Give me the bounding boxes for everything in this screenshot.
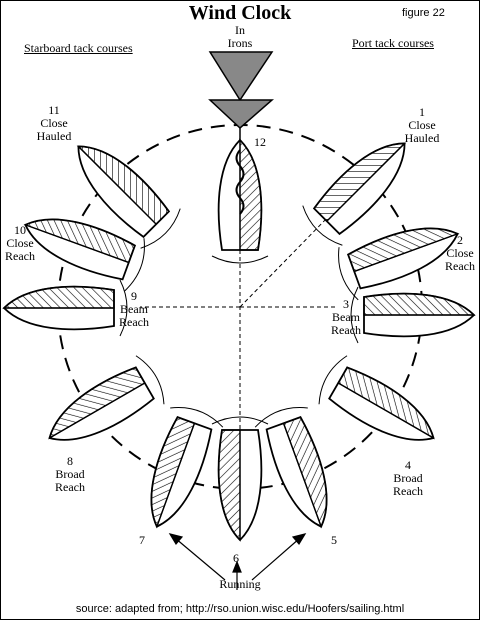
position-10-label: 10 Close Reach [2, 224, 38, 263]
position-11-line-1: Close [40, 116, 68, 130]
position-1-number: 1 [419, 105, 425, 119]
boat-8-centerline [49, 382, 146, 439]
running-label: Running [219, 577, 261, 591]
position-2-line-2: Reach [445, 259, 475, 273]
position-9-number: 9 [131, 289, 137, 303]
position-10-number: 10 [14, 223, 26, 237]
source-note: source: adapted from; http://rso.union.w… [75, 603, 405, 615]
boat-1-wake [302, 205, 343, 246]
boat-4-centerline [337, 382, 434, 439]
boat-1-sail [313, 142, 407, 223]
position-3-number: 3 [343, 297, 349, 311]
boat-2-centerline [354, 233, 458, 273]
running-arrows [168, 533, 307, 590]
boat-10 [23, 218, 145, 292]
boat-8-wake [135, 355, 165, 405]
position-8-line-2: Reach [55, 480, 85, 494]
in-irons-line-2: Irons [227, 36, 253, 50]
boat-11 [76, 145, 181, 249]
boat-12 [211, 138, 269, 264]
position-4-number: 4 [405, 458, 411, 472]
position-10-line-1: Close [6, 236, 34, 250]
boat-8-sail [48, 366, 146, 440]
boat-5 [254, 407, 328, 529]
boat-11-wake [140, 208, 181, 249]
port-tack-heading: Port tack courses [352, 36, 434, 50]
reference-lines [140, 214, 335, 440]
position-1-line-2: Hauled [404, 131, 440, 145]
position-1-line-1: Close [408, 118, 436, 132]
position-3-line-1: Beam [332, 310, 360, 324]
position-11-label: 11 Close Hauled [32, 104, 76, 143]
boat-11-sail [76, 145, 170, 226]
position-4-line-1: Broad [393, 471, 423, 485]
position-8-label: 8 Broad Reach [50, 455, 90, 494]
boat-4-wake [318, 355, 348, 405]
position-8-line-1: Broad [55, 467, 85, 481]
position-9-line-1: Beam [120, 302, 148, 316]
boat-12-sail [239, 138, 263, 251]
page-title: Wind Clock [188, 2, 292, 24]
position-12-number: 12 [254, 135, 266, 149]
boat-5-centerline [282, 423, 322, 527]
position-3-label: 3 Beam Reach [326, 298, 366, 337]
position-11-line-2: Hauled [36, 129, 72, 143]
boat-3-sail [363, 292, 476, 316]
position-11-number: 11 [48, 103, 60, 117]
position-2-label: 2 Close Reach [442, 234, 478, 273]
position-4-line-2: Reach [393, 484, 423, 498]
boat-1-centerline [326, 142, 406, 222]
position-3-line-2: Reach [331, 323, 361, 337]
position-9-label: 9 Beam Reach [114, 290, 154, 329]
boat-10-wake [124, 238, 145, 292]
boat-7 [150, 407, 224, 529]
boat-1 [302, 142, 407, 246]
wind-arrow [208, 51, 274, 140]
boat-6-sail [217, 429, 241, 542]
boat-10-centerline [25, 224, 129, 264]
position-4-label: 4 Broad Reach [388, 459, 428, 498]
figure-label: figure 22 [402, 7, 445, 19]
boat-8 [48, 355, 165, 441]
position-2-line-1: Close [446, 246, 474, 260]
position-7-number: 7 [139, 533, 145, 547]
luffing-sail-icon [235, 149, 245, 215]
boat-9-sail [2, 285, 115, 309]
boat-2 [338, 227, 460, 301]
boat-12-wake [211, 255, 269, 264]
boat-4-sail [337, 366, 435, 440]
position-2-number: 2 [457, 233, 463, 247]
boat-7-centerline [156, 423, 196, 527]
boat-7-sail [150, 416, 196, 529]
position-10-line-2: Reach [5, 249, 35, 263]
position-9-line-2: Reach [119, 315, 149, 329]
boat-6 [211, 416, 269, 542]
in-irons-line-1: In [235, 23, 245, 37]
position-5-number: 5 [331, 533, 337, 547]
boat-5-sail [282, 416, 328, 529]
boat-7-wake [170, 407, 224, 428]
boat-4 [318, 355, 435, 441]
position-8-number: 8 [67, 454, 73, 468]
boat-11-centerline [77, 145, 157, 225]
boat-2-sail [347, 227, 460, 273]
position-6-number: 6 [233, 551, 239, 565]
boat-5-wake [254, 407, 308, 428]
starboard-tack-heading: Starboard tack courses [24, 41, 133, 55]
boat-3 [350, 286, 476, 344]
boat-3-wake [350, 286, 359, 344]
boat-9 [2, 279, 128, 337]
boat-9-wake [119, 279, 128, 337]
boat-10-sail [23, 218, 136, 264]
in-irons-label: In Irons [222, 24, 258, 50]
position-1-label: 1 Close Hauled [402, 106, 442, 145]
